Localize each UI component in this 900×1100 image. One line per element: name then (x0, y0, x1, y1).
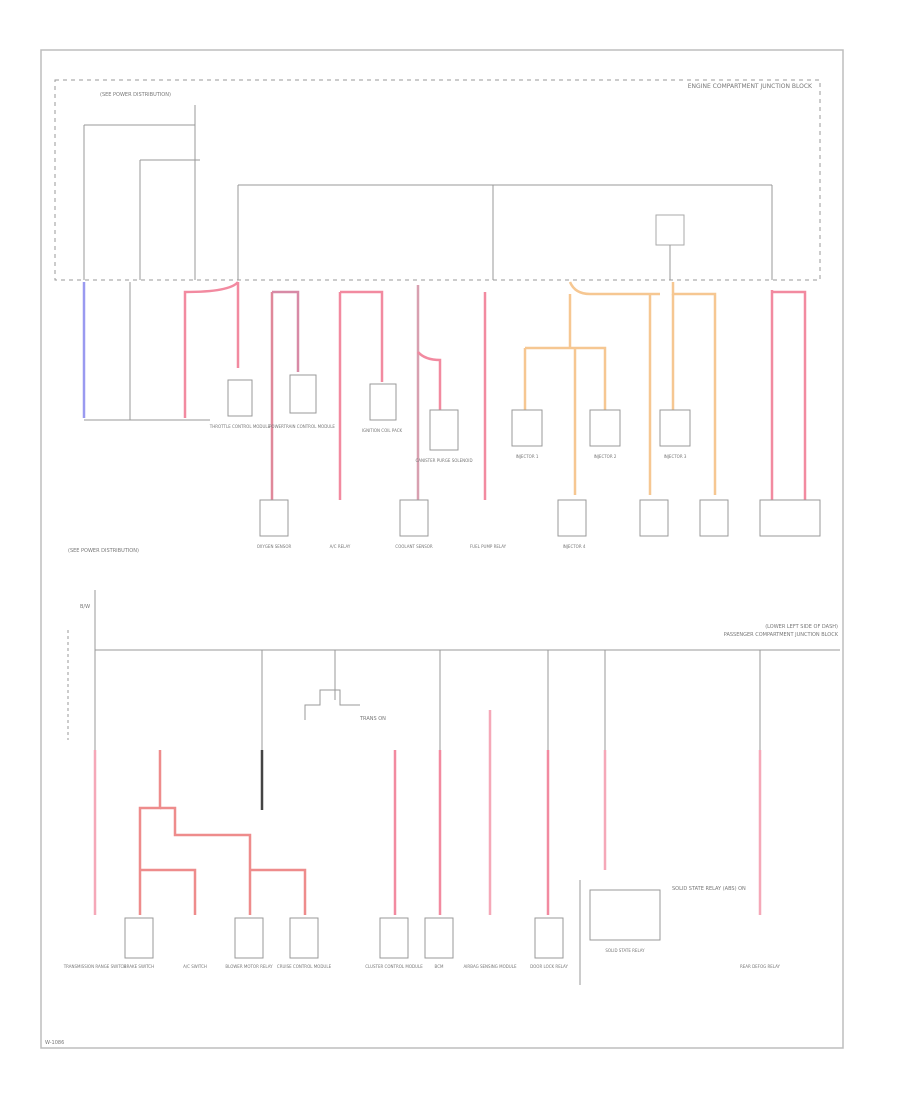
red-wire-4 (272, 290, 300, 372)
label-b3: A/C SWITCH (183, 964, 207, 969)
outer-frame (40, 49, 844, 1049)
bottom-components (124, 917, 564, 959)
component-b4 (379, 917, 409, 959)
mid-left-label: B/W (80, 604, 90, 610)
red-wire-6 (340, 290, 384, 382)
label-t8: INJECTOR 4 (563, 544, 586, 549)
label-b1: TRANSMISSION RANGE SWITCH (63, 964, 127, 969)
component-labels: THROTTLE CONTROL MODULE POWERTRAIN CONTR… (63, 424, 781, 969)
component-t11 (639, 499, 669, 537)
red-wire-b2 (138, 750, 162, 915)
component-t5 (511, 409, 543, 447)
component-t6 (589, 409, 621, 447)
orange-wire-7 (671, 282, 717, 495)
component-t8 (259, 499, 289, 537)
label-t6: INJECTOR 2 (594, 454, 617, 459)
engine-junction-block-box (54, 79, 821, 281)
label-t2: POWERTRAIN CONTROL MODULE (269, 424, 335, 429)
component-b3 (289, 917, 319, 959)
component-t7 (659, 409, 691, 447)
mid-note: TRANS ON (359, 716, 386, 722)
top-components (227, 374, 821, 537)
bottom-thin-wires (67, 590, 761, 985)
bottom-wires (93, 710, 762, 915)
red-wire-b4 (140, 868, 197, 915)
component-t4 (429, 409, 459, 451)
red-wire-1 (183, 281, 239, 418)
component-b2 (234, 917, 264, 959)
label-t7: INJECTOR 3 (664, 454, 687, 459)
top-box-title: ENGINE COMPARTMENT JUNCTION BLOCK (688, 83, 813, 90)
label-t12: FUEL PUMP RELAY (470, 544, 507, 549)
component-t12 (699, 499, 729, 537)
red-wire-b3 (160, 806, 252, 915)
component-b6 (534, 917, 564, 959)
bottom-box-title: PASSENGER COMPARTMENT JUNCTION BLOCK (724, 632, 839, 638)
footer-code: W-1086 (45, 1040, 64, 1046)
label-b9: DOOR LOCK RELAY (530, 964, 568, 969)
orange-wire-3 (525, 346, 607, 410)
lower-header: (SEE POWER DISTRIBUTION) (68, 548, 139, 554)
component-t1 (227, 379, 253, 417)
label-b8: AIRBAG SENSING MODULE (464, 964, 517, 969)
label-b11: REAR DEFOG RELAY (740, 964, 781, 969)
top-wires (82, 281, 807, 500)
label-t1: THROTTLE CONTROL MODULE (209, 424, 271, 429)
label-b5: CRUISE CONTROL MODULE (277, 964, 332, 969)
component-t13 (759, 499, 821, 537)
red-wire-11 (772, 290, 807, 500)
label-b7: BCM (435, 964, 444, 969)
bottom-box-subtitle: (LOWER LEFT SIDE OF DASH) (765, 624, 838, 630)
label-t10: A/C RELAY (330, 544, 351, 549)
label-b2: BRAKE SWITCH (124, 964, 154, 969)
top-bus (83, 105, 773, 280)
component-t2 (289, 374, 317, 414)
label-t4: CANISTER PURGE SOLENOID (415, 458, 472, 463)
label-t9: OXYGEN SENSOR (257, 544, 292, 549)
component-t10 (557, 499, 587, 537)
label-b10: SOLID STATE RELAY (605, 948, 645, 953)
label-t11: COOLANT SENSOR (395, 544, 433, 549)
top-thin-wires (84, 282, 210, 421)
right-note: SOLID STATE RELAY (ABS) ON (672, 886, 746, 892)
component-t3 (369, 383, 397, 421)
component-b5 (424, 917, 454, 959)
red-wire-8 (417, 351, 442, 410)
component-t9 (399, 499, 429, 537)
top-header: (SEE POWER DISTRIBUTION) (100, 92, 171, 98)
label-b4: BLOWER MOTOR RELAY (225, 964, 273, 969)
label-t5: INJECTOR 1 (516, 454, 539, 459)
label-b6: CLUSTER CONTROL MODULE (365, 964, 423, 969)
label-t3: IGNITION COIL PACK (362, 428, 403, 433)
component-b1 (124, 917, 154, 959)
orange-wire-1 (568, 281, 660, 296)
red-wire-b5 (250, 868, 307, 915)
